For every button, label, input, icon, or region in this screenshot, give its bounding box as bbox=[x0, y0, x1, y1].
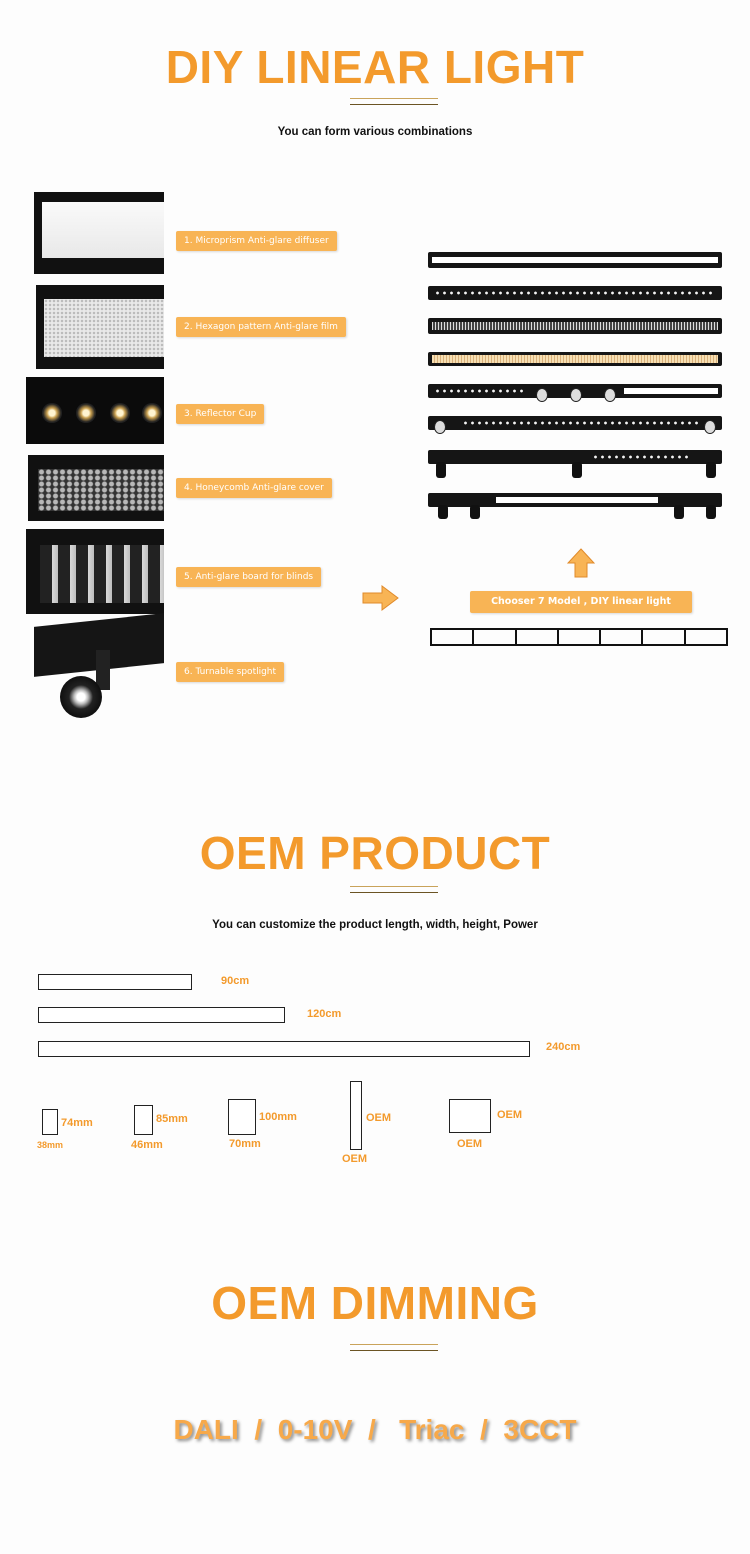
spotlight-head bbox=[436, 462, 446, 478]
module-spotlight-image bbox=[34, 613, 164, 720]
feature-badge-blinds: 5. Anti-glare board for blinds bbox=[176, 567, 322, 587]
model-slot bbox=[643, 630, 686, 644]
spotlight-head bbox=[470, 505, 480, 519]
section-height-label: 100mm bbox=[259, 1111, 297, 1123]
module-hexagon-film-image bbox=[36, 285, 164, 369]
feature-badge-diffuser: 1. Microprism Anti-glare diffuser bbox=[176, 231, 337, 251]
oem-dimming-title: OEM DIMMING bbox=[211, 1277, 539, 1329]
arrow-right-icon bbox=[362, 585, 399, 611]
section-width-label: OEM bbox=[342, 1153, 368, 1165]
section-width-label: 38mm bbox=[37, 1140, 64, 1150]
module-blinds-image bbox=[26, 529, 164, 614]
combo-bar-dots-spot bbox=[428, 416, 722, 434]
title-divider bbox=[350, 886, 438, 893]
module-diffuser-image bbox=[34, 192, 164, 274]
feature-badge-honeycomb: 4. Honeycomb Anti-glare cover bbox=[176, 478, 332, 498]
oem-product-title: OEM PRODUCT bbox=[199, 827, 551, 879]
length-bar-120 bbox=[38, 1007, 285, 1023]
section-height-label: OEM bbox=[366, 1112, 392, 1124]
length-bar-90 bbox=[38, 974, 192, 990]
feature-badge-hexagon-film: 2. Hexagon pattern Anti-glare film bbox=[176, 317, 346, 337]
module-reflector-cup-image bbox=[26, 377, 164, 444]
model-slot bbox=[474, 630, 517, 644]
diy-subtitle: You can form various combinations bbox=[277, 126, 473, 138]
oem-product-subtitle: You can customize the product length, wi… bbox=[212, 919, 538, 931]
combo-bar-spot-diffuser bbox=[428, 493, 722, 507]
feature-badge-reflector-cup: 3. Reflector Cup bbox=[176, 404, 265, 424]
length-label-90: 90cm bbox=[221, 975, 250, 987]
model-slot bbox=[601, 630, 644, 644]
section-width-label: OEM bbox=[457, 1138, 483, 1150]
combo-bar-diffuser bbox=[428, 252, 722, 268]
model-slot bbox=[432, 630, 475, 644]
section-box-46x85 bbox=[134, 1105, 153, 1135]
choose-model-badge: Chooser 7 Model , DIY linear light bbox=[470, 591, 692, 613]
title-divider bbox=[350, 1344, 438, 1351]
combo-bar-warm bbox=[428, 352, 722, 366]
length-bar-240 bbox=[38, 1041, 530, 1057]
section-box-oem-tall bbox=[350, 1081, 362, 1150]
spotlight-head bbox=[572, 462, 582, 478]
diy-title: DIY LINEAR LIGHT bbox=[165, 41, 585, 93]
section-height-label: 85mm bbox=[156, 1113, 188, 1125]
spotlight-head bbox=[674, 505, 684, 519]
model-slot bbox=[517, 630, 559, 644]
section-width-label: 70mm bbox=[229, 1138, 261, 1150]
section-box-38x74 bbox=[42, 1109, 58, 1135]
length-label-120: 120cm bbox=[307, 1008, 342, 1020]
arrow-up-icon bbox=[567, 548, 595, 578]
model-slot bbox=[686, 630, 726, 644]
section-box-oem-wide bbox=[449, 1099, 491, 1133]
dimming-protocols: DALI / 0-10V / Triac / 3CCT bbox=[173, 1414, 577, 1445]
feature-badge-spotlight: 6. Turnable spotlight bbox=[176, 662, 285, 682]
spotlight-head bbox=[438, 505, 448, 519]
spotlight-head bbox=[706, 462, 716, 478]
spotlight-head bbox=[706, 505, 716, 519]
length-label-240: 240cm bbox=[546, 1041, 581, 1053]
combo-bar-spotlights bbox=[428, 450, 722, 464]
combo-bar-dots bbox=[428, 286, 722, 300]
section-height-label: 74mm bbox=[61, 1117, 93, 1129]
module-honeycomb-image bbox=[28, 455, 164, 521]
combo-bar-hexagon bbox=[428, 318, 722, 334]
section-height-label: OEM bbox=[497, 1109, 523, 1121]
section-box-70x100 bbox=[228, 1099, 256, 1135]
combo-bar-mixed-spot bbox=[428, 384, 722, 402]
model-slot-strip bbox=[430, 628, 728, 646]
model-slot bbox=[559, 630, 602, 644]
section-width-label: 46mm bbox=[131, 1139, 163, 1151]
title-divider bbox=[350, 98, 438, 105]
